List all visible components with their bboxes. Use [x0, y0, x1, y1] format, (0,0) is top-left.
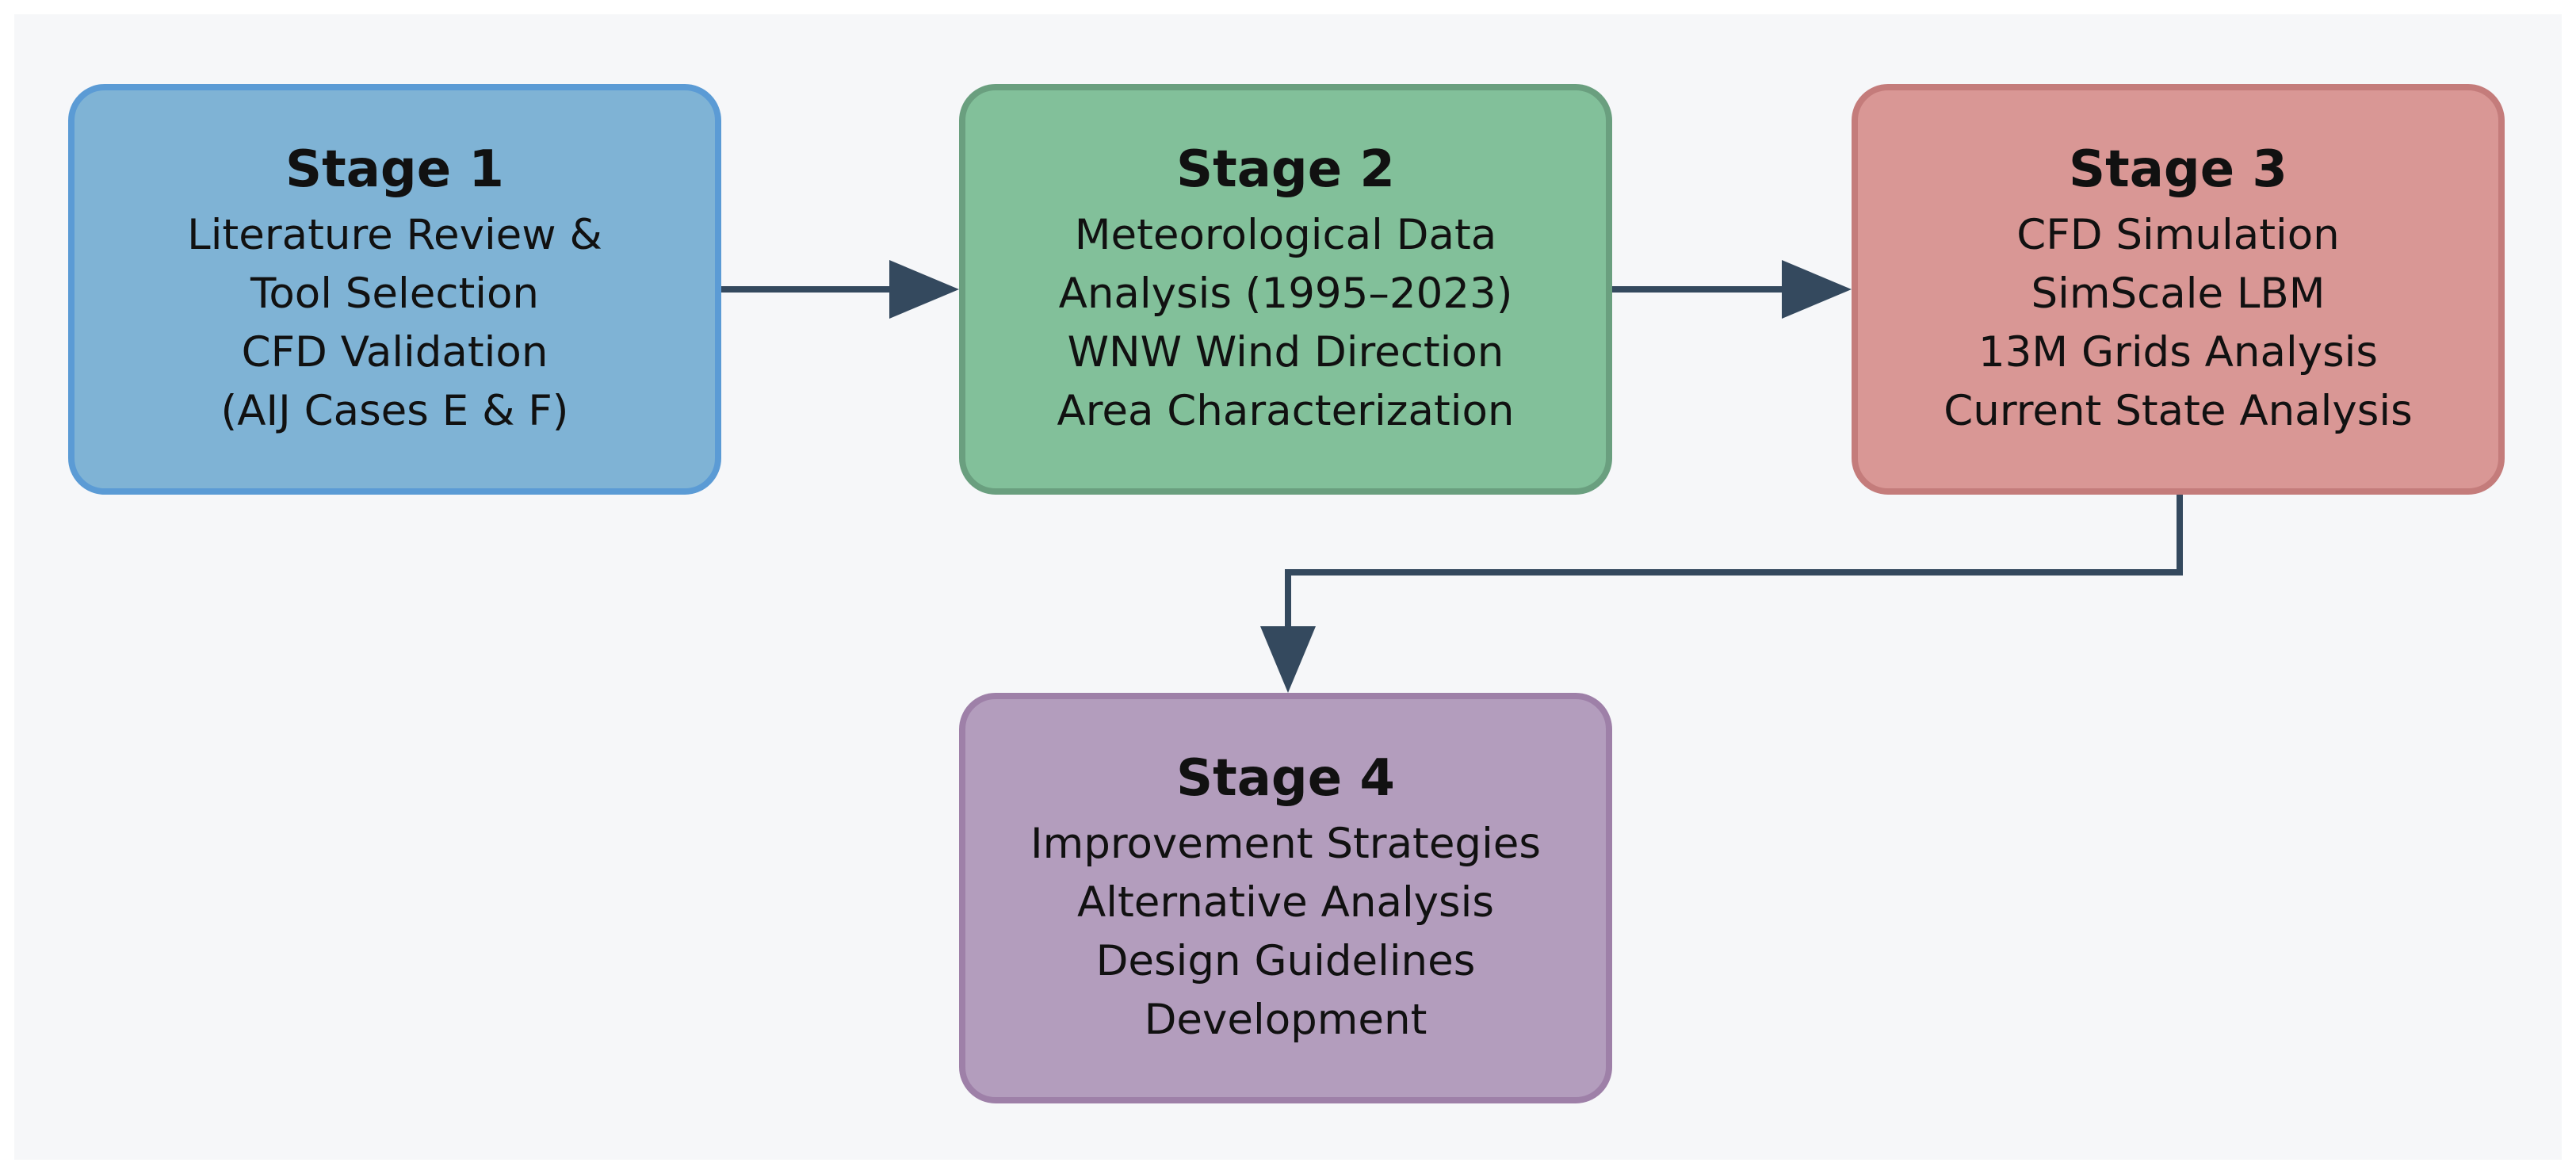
stage-line: Analysis (1995–2023) [1058, 270, 1513, 318]
arrow-stage3-to-stage4 [1260, 495, 2183, 693]
stage-3-box: Stage 3 CFD Simulation SimScale LBM 13M … [1852, 84, 2505, 495]
stage-line: Alternative Analysis [1077, 878, 1494, 927]
stage-line: CFD Simulation [2016, 211, 2340, 259]
stage-title: Stage 3 [2069, 140, 2287, 199]
stage-4-box: Stage 4 Improvement Strategies Alternati… [959, 693, 1612, 1103]
stage-line: Design Guidelines [1095, 937, 1476, 985]
stage-line: Current State Analysis [1943, 387, 2413, 435]
stage-line: Meteorological Data [1074, 211, 1497, 259]
stage-line: Area Characterization [1057, 387, 1515, 435]
stage-line: SimScale LBM [2031, 270, 2326, 318]
stage-title: Stage 2 [1176, 140, 1395, 199]
stage-line: Tool Selection [250, 270, 540, 318]
stage-1-box: Stage 1 Literature Review & Tool Selecti… [68, 84, 721, 495]
stage-line: Literature Review & [187, 211, 602, 259]
stage-line: 13M Grids Analysis [1978, 328, 2379, 377]
stage-line: (AIJ Cases E & F) [220, 387, 569, 435]
stage-line: WNW Wind Direction [1067, 328, 1504, 377]
stage-2-box: Stage 2 Meteorological Data Analysis (19… [959, 84, 1612, 495]
arrow-stage1-to-stage2 [721, 260, 959, 319]
stage-line: Development [1144, 996, 1428, 1044]
arrow-stage2-to-stage3 [1612, 260, 1852, 319]
stage-title: Stage 1 [285, 140, 504, 199]
stage-line: Improvement Strategies [1030, 820, 1542, 868]
stage-title: Stage 4 [1176, 749, 1395, 808]
stage-line: CFD Validation [241, 328, 548, 377]
